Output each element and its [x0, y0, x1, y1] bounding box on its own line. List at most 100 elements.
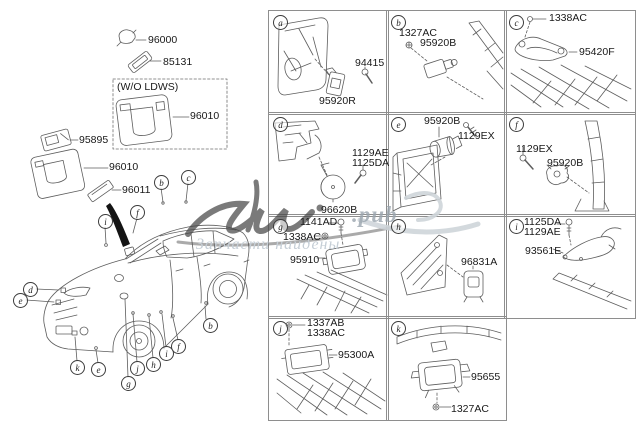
group-label: (W/O LDWS) [117, 81, 179, 93]
horn-icon [320, 162, 346, 200]
part-number-label: 96000 [148, 34, 178, 46]
part-number-label: 1129EX [516, 143, 553, 155]
nut-icon [321, 232, 329, 240]
callout-letter-b: b [203, 318, 218, 333]
part-number-label: 95895 [79, 134, 109, 146]
antenna-module-sketch [400, 234, 484, 303]
part-number-label: 96010 [109, 161, 139, 173]
part-number-label: 1129AE [352, 147, 389, 159]
impact-sensor-icon [546, 164, 570, 185]
part-number-label: 95420F [579, 46, 615, 58]
radar-module-sketch [396, 325, 502, 411]
callout-letter-i: i [159, 346, 174, 361]
horn-sketch [274, 120, 367, 203]
detail-grid: a 94415 95920R b 1327AC 95920B [268, 10, 636, 421]
part-number-label: 1125DA [352, 157, 390, 169]
part-number-label: 1327AC [451, 403, 489, 415]
part-number-label: 1338AC [307, 327, 345, 339]
screw-icon [354, 164, 367, 184]
module-95895-sketch [40, 128, 72, 152]
part-number-label: 95655 [471, 371, 501, 383]
pillar-sensor-sketch [405, 20, 504, 100]
radar-unit-icon [410, 358, 471, 399]
front-impact-sensor-icon [429, 135, 463, 158]
cell-letter: e [391, 117, 406, 132]
grid-cell-d: d 1129AE 1125DA 96620B [268, 112, 389, 217]
screw-icon [519, 146, 534, 170]
overhead-console-sketch [30, 148, 86, 199]
module-icon [463, 270, 484, 303]
part-number-label: 94415 [355, 57, 385, 69]
callout-leader-lines [25, 182, 207, 378]
part-number-label: 95920B [420, 37, 457, 49]
impact-sensor-icon [325, 67, 346, 97]
yaw-sensor-bracket-sketch [510, 16, 632, 110]
overhead-console-ldws-sketch [115, 94, 173, 146]
callout-letter-d: d [23, 282, 38, 297]
part-number-label: 85131 [163, 56, 193, 68]
callout-letter-e: e [13, 293, 28, 308]
trim-96011-sketch [87, 180, 114, 202]
callout-letter-k: k [70, 360, 85, 375]
grid-cell-e: e 95920B 1129EX [386, 112, 507, 217]
cell-letter: h [391, 219, 406, 234]
door-sensor-sketch [277, 17, 373, 97]
grid-cell-a: a 94415 95920R [268, 10, 389, 115]
part-number-label: 95910 [290, 254, 320, 266]
grid-cell-f: f 1129EX 95920B [504, 112, 636, 217]
control-module-icon [281, 344, 334, 375]
part-number-label: 96831A [461, 256, 498, 268]
part-number-label: 1125DA [524, 216, 562, 228]
b-pillar-sensor-sketch [519, 120, 610, 212]
cell-letter: f [509, 117, 524, 132]
cell-letter: a [273, 15, 288, 30]
part-number-label: 95920B [424, 115, 461, 127]
callout-letter-f: f [130, 205, 145, 220]
callout-letter-g: g [121, 376, 136, 391]
grid-cell-g: g 1141AD 1338AC 95910 [268, 214, 389, 319]
screw-icon [463, 122, 477, 137]
callout-letter-e: e [91, 362, 106, 377]
part-number-label: 95920B [547, 157, 584, 169]
part-number-label: 1338AC [549, 12, 587, 24]
callout-letter-j: j [130, 361, 145, 376]
cell-letter: k [391, 321, 406, 336]
bolt-icon [527, 16, 533, 22]
grid-cell-i: i 1125DA 1129AE 93561E [504, 214, 636, 319]
floor-module-sketch [276, 321, 386, 416]
bolt-icon [337, 218, 345, 234]
callout-letter-b: b [154, 175, 169, 190]
harness-sensor-sketch [552, 218, 632, 310]
car-body [43, 224, 250, 353]
part-number-label: 96011 [122, 184, 151, 196]
grid-cell-h: h 96831A [386, 214, 507, 319]
cell-letter: d [273, 117, 288, 132]
part-number-label: 93561E [525, 245, 562, 257]
screw-icon [361, 66, 373, 84]
car-wheels [122, 273, 244, 358]
part-number-label: 95920R [319, 95, 356, 107]
cell-letter: b [391, 15, 406, 30]
part-number-label: 1327AC [399, 27, 437, 39]
part-number-label: 1141AD [300, 216, 338, 228]
part-number-label: 1337AB [307, 317, 345, 329]
grid-cell-j: j 1337AB 1338AC 95300A [268, 316, 389, 421]
bracket-part-sketch [127, 51, 153, 73]
grid-cell-b: b 1327AC 95920B [386, 10, 507, 115]
callout-letter-f: f [171, 339, 186, 354]
cell-letter: c [509, 15, 524, 30]
bolt-icon [565, 218, 573, 236]
callout-letter-c: c [181, 170, 196, 185]
part-number-label: 96010 [190, 110, 220, 122]
cell-letter: i [509, 219, 524, 234]
nut-icon [405, 41, 413, 49]
part-number-label: 1129EX [458, 130, 495, 142]
part-number-label: 1338AC [283, 231, 321, 243]
part-number-label: 96620B [321, 204, 358, 216]
impact-sensor-icon [423, 58, 458, 79]
control-module-icon [322, 244, 369, 275]
mic-part-sketch [116, 29, 147, 47]
grid-cell-c: c 1338AC 95420F [504, 10, 636, 115]
part-number-label: 95300A [338, 349, 375, 361]
